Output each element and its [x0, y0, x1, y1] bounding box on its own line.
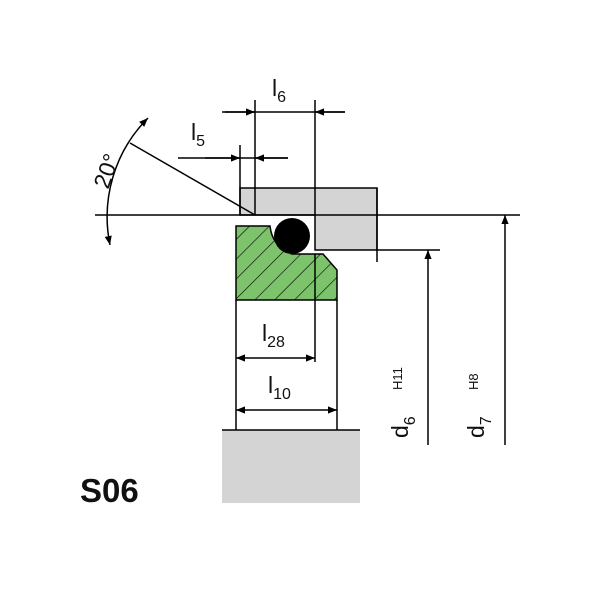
angle-label: 20° — [88, 150, 124, 192]
d6-label: d6 — [387, 416, 419, 438]
l10-label: l10 — [268, 372, 291, 403]
o-ring — [274, 218, 310, 254]
l5-label: l5 — [191, 119, 205, 150]
l6-label: l6 — [272, 75, 286, 106]
d6-fit-label: H11 — [390, 367, 405, 390]
rod-housing — [222, 430, 360, 503]
l28-label: l28 — [262, 320, 285, 351]
d7-label: d7 — [463, 416, 495, 438]
angle-arc — [104, 117, 149, 246]
profile-code-label: S06 — [80, 472, 139, 509]
d7-fit-label: H8 — [466, 373, 481, 390]
chamfer-line — [129, 142, 256, 216]
